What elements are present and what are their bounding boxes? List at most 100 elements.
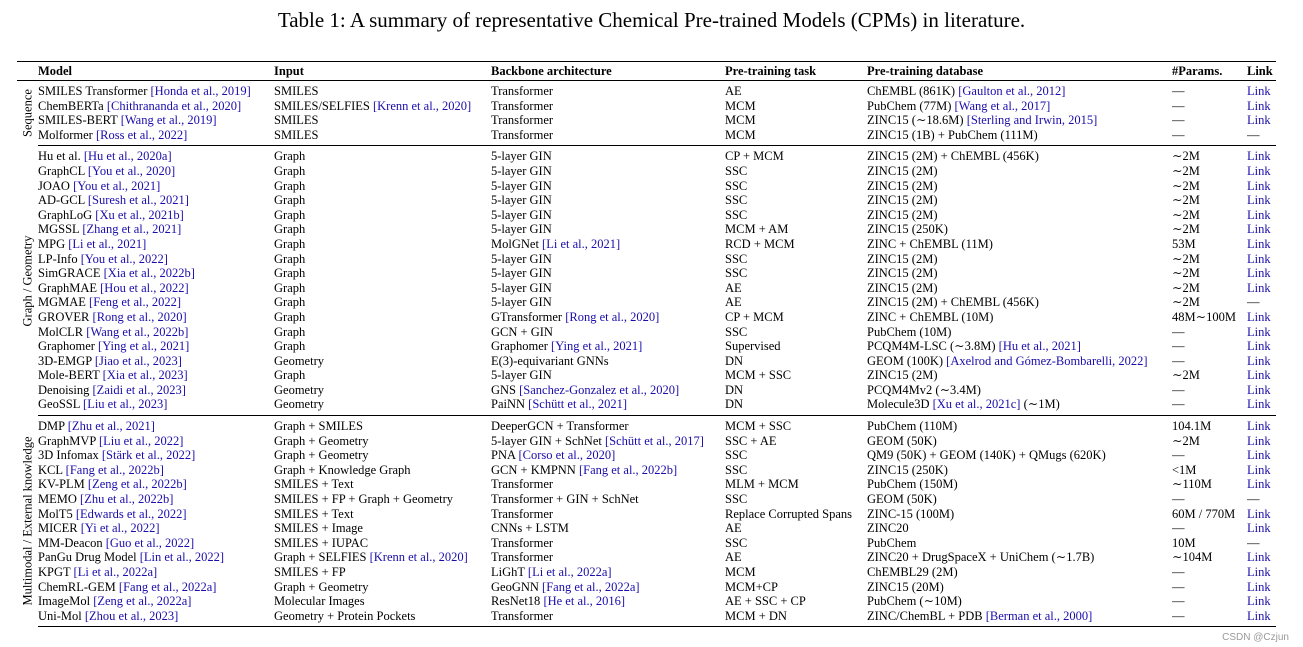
model-citation-link[interactable]: [Liu et al., 2023] xyxy=(83,397,168,412)
model-citation-link[interactable]: [Fang et al., 2022a] xyxy=(118,579,217,594)
model-link[interactable]: Link xyxy=(1247,550,1271,565)
backbone-citation-link[interactable]: [Fang et al., 2022a] xyxy=(542,579,640,594)
model-link[interactable]: Link xyxy=(1247,594,1271,609)
model-citation-link[interactable]: [Suresh et al., 2021] xyxy=(87,193,189,208)
backbone-citation-link[interactable]: [Rong et al., 2020] xyxy=(565,309,660,324)
model-citation-link[interactable]: [Feng et al., 2022] xyxy=(89,295,182,310)
backbone-citation-link[interactable]: [Corso et al., 2020] xyxy=(518,448,616,463)
pretraining-task: SSC xyxy=(725,535,748,550)
model-citation-link[interactable]: [Hu et al., 2020a] xyxy=(83,149,172,164)
model-citation-link[interactable]: [Wang et al., 2022b] xyxy=(86,324,189,339)
model-link[interactable]: Link xyxy=(1247,207,1271,222)
model-citation-link[interactable]: [Xu et al., 2021b] xyxy=(95,207,184,222)
model-citation-link[interactable]: [Zaidi et al., 2023] xyxy=(92,382,186,397)
model-name: ChemRL-GEM xyxy=(38,579,116,594)
input-citation-link[interactable]: [Krenn et al., 2020] xyxy=(372,98,472,113)
model-link[interactable]: Link xyxy=(1247,565,1271,579)
model-link[interactable]: Link xyxy=(1247,506,1271,521)
model-citation-link[interactable]: [Zhu et al., 2022b] xyxy=(80,492,174,507)
input-type: Geometry xyxy=(274,397,324,412)
model-link[interactable]: Link xyxy=(1247,266,1271,281)
model-citation-link[interactable]: [Zhang et al., 2021] xyxy=(82,222,182,237)
cell-task: DN xyxy=(725,383,867,398)
model-link[interactable]: Link xyxy=(1247,84,1271,98)
model-link[interactable]: Link xyxy=(1247,579,1271,594)
backbone-citation-link[interactable]: [Schütt et al., 2021] xyxy=(528,397,628,412)
model-citation-link[interactable]: [Li et al., 2022a] xyxy=(73,565,158,579)
model-citation-link[interactable]: [You et al., 2022] xyxy=(80,251,168,266)
backbone-citation-link[interactable]: [Schütt et al., 2017] xyxy=(604,433,704,448)
model-link[interactable]: Link xyxy=(1247,178,1271,193)
model-citation-link[interactable]: [Yi et al., 2022] xyxy=(80,521,160,536)
model-name: GraphLoG xyxy=(38,207,93,222)
model-link[interactable]: Link xyxy=(1247,521,1271,536)
model-link[interactable]: Link xyxy=(1247,368,1271,383)
model-citation-link[interactable]: [Hou et al., 2022] xyxy=(100,280,189,295)
model-citation-link[interactable]: [Guo et al., 2022] xyxy=(105,535,195,550)
model-link[interactable]: Link xyxy=(1247,280,1271,295)
model-citation-link[interactable]: [Zhu et al., 2021] xyxy=(67,419,155,434)
model-citation-link[interactable]: [Liu et al., 2022] xyxy=(99,433,184,448)
backbone-citation-link[interactable]: [Sanchez-Gonzalez et al., 2020] xyxy=(519,382,680,397)
model-link[interactable]: Link xyxy=(1247,382,1271,397)
model-citation-link[interactable]: [Zhou et al., 2023] xyxy=(84,608,179,623)
model-link[interactable]: Link xyxy=(1247,309,1271,324)
database-citation-link[interactable]: [Wang et al., 2017] xyxy=(954,98,1051,113)
model-link[interactable]: Link xyxy=(1247,98,1271,113)
backbone-citation-link[interactable]: [Fang et al., 2022b] xyxy=(578,462,678,477)
model-citation-link[interactable]: [Xia et al., 2022b] xyxy=(103,266,195,281)
model-citation-link[interactable]: [Ying et al., 2021] xyxy=(98,339,190,354)
cell-model: 3D Infomax [Stärk et al., 2022] xyxy=(38,448,274,463)
database-citation-link[interactable]: [Axelrod and Gómez-Bombarelli, 2022] xyxy=(946,353,1148,368)
cell-input: Graph xyxy=(274,295,491,310)
database-citation-link[interactable]: [Sterling and Irwin, 2015] xyxy=(966,113,1098,128)
model-link[interactable]: Link xyxy=(1247,163,1271,178)
model-citation-link[interactable]: [Stärk et al., 2022] xyxy=(101,448,196,463)
backbone-citation-link[interactable]: [Li et al., 2022a] xyxy=(527,565,612,579)
model-link[interactable]: Link xyxy=(1247,149,1271,164)
model-link[interactable]: Link xyxy=(1247,448,1271,463)
model-citation-link[interactable]: [Zeng et al., 2022b] xyxy=(87,477,187,492)
model-citation-link[interactable]: [Lin et al., 2022] xyxy=(139,550,225,565)
database-citation-link[interactable]: [Hu et al., 2021] xyxy=(998,339,1081,354)
model-link[interactable]: Link xyxy=(1247,222,1271,237)
model-citation-link[interactable]: [Fang et al., 2022b] xyxy=(65,462,164,477)
cell-input: Graph xyxy=(274,368,491,383)
model-link[interactable]: Link xyxy=(1247,236,1271,251)
model-citation-link[interactable]: [You et al., 2020] xyxy=(87,163,176,178)
model-citation-link[interactable]: [Ross et al., 2022] xyxy=(95,127,188,142)
cell-database: ZINC20 + DrugSpaceX + UniChem (∼1.7B) xyxy=(867,550,1172,565)
model-citation-link[interactable]: [Jiao et al., 2023] xyxy=(94,353,182,368)
model-link[interactable]: Link xyxy=(1247,462,1271,477)
model-citation-link[interactable]: [Honda et al., 2019] xyxy=(150,84,251,98)
model-link[interactable]: Link xyxy=(1247,193,1271,208)
model-name: SimGRACE xyxy=(38,266,101,281)
input-citation-link[interactable]: [Krenn et al., 2020] xyxy=(369,550,468,565)
model-citation-link[interactable]: [Edwards et al., 2022] xyxy=(75,506,187,521)
model-link[interactable]: Link xyxy=(1247,113,1271,128)
model-link[interactable]: Link xyxy=(1247,397,1271,412)
model-name: Molformer xyxy=(38,127,93,142)
model-link[interactable]: Link xyxy=(1247,339,1271,354)
database-citation-link[interactable]: [Gaulton et al., 2012] xyxy=(958,84,1066,98)
model-link[interactable]: Link xyxy=(1247,251,1271,266)
database-citation-link[interactable]: [Xu et al., 2021c] xyxy=(932,397,1021,412)
model-link[interactable]: Link xyxy=(1247,419,1271,434)
model-citation-link[interactable]: [Chithrananda et al., 2020] xyxy=(106,98,242,113)
model-citation-link[interactable]: [Li et al., 2021] xyxy=(68,236,147,251)
backbone-citation-link[interactable]: [Ying et al., 2021] xyxy=(551,339,643,354)
model-citation-link[interactable]: [Xia et al., 2023] xyxy=(102,368,188,383)
backbone-citation-link[interactable]: [Li et al., 2021] xyxy=(542,236,621,251)
cell-database: ZINC15 (2M) + ChEMBL (456K) xyxy=(867,295,1172,310)
model-citation-link[interactable]: [Zeng et al., 2022a] xyxy=(93,594,192,609)
backbone-citation-link[interactable]: [He et al., 2016] xyxy=(543,594,626,609)
model-citation-link[interactable]: [Rong et al., 2020] xyxy=(92,309,187,324)
model-citation-link[interactable]: [Wang et al., 2019] xyxy=(120,113,217,128)
model-citation-link[interactable]: [You et al., 2021] xyxy=(73,178,161,193)
model-link[interactable]: Link xyxy=(1247,433,1271,448)
model-link[interactable]: Link xyxy=(1247,353,1271,368)
model-link[interactable]: Link xyxy=(1247,324,1271,339)
model-link[interactable]: Link xyxy=(1247,477,1271,492)
database-citation-link[interactable]: [Berman et al., 2000] xyxy=(985,608,1093,623)
model-link[interactable]: Link xyxy=(1247,608,1271,623)
